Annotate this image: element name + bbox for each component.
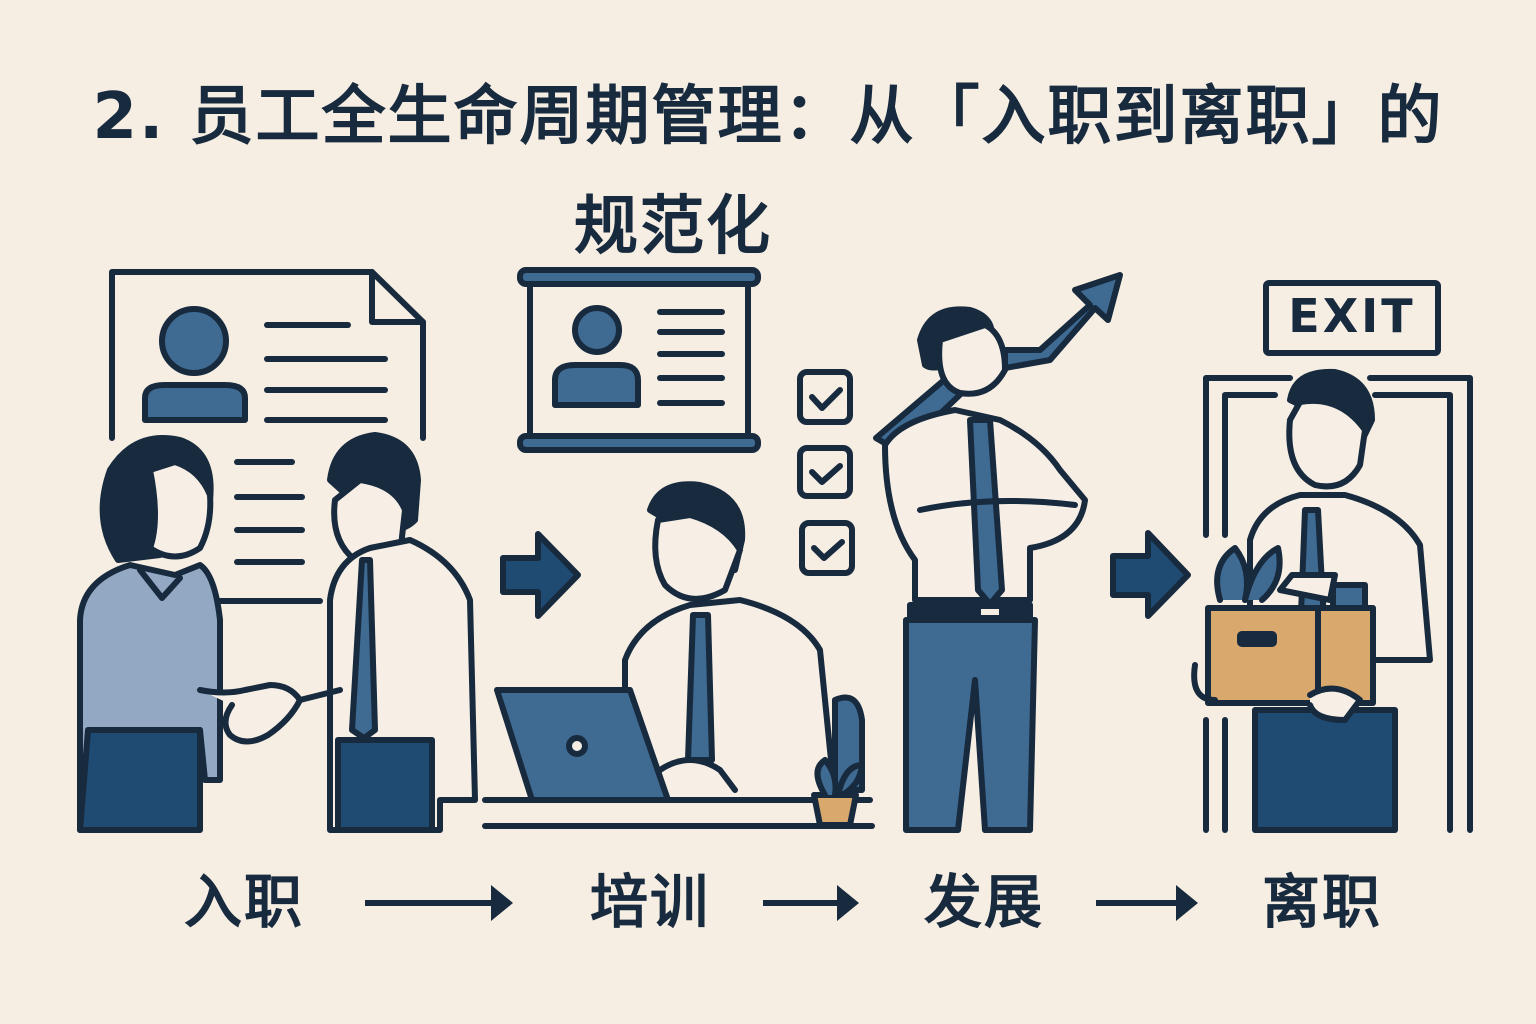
stage-label-development: 发展: [924, 868, 1045, 936]
potted-plant-icon: [811, 757, 865, 828]
stage-label-leaving: 离职: [1262, 868, 1383, 936]
laptop-icon: [494, 687, 738, 803]
stage-arrow-2: [1110, 530, 1191, 619]
man-figure-training: [622, 481, 865, 803]
handshake-icon: [197, 682, 303, 745]
man-figure-onboarding: [297, 432, 478, 833]
title-line-2: 规范化: [574, 190, 772, 264]
desk: [482, 797, 875, 829]
exit-sign-text: EXIT: [1288, 289, 1416, 343]
stage-label-onboarding: 入职: [184, 868, 305, 936]
checklist-icon: [797, 369, 855, 576]
stage-arrow-1: [500, 531, 581, 619]
title-line-1: 2. 员工全生命周期管理：从「入职到离职」的: [92, 80, 1444, 154]
moving-box-icon: [1191, 545, 1376, 723]
door-frame: [1203, 375, 1473, 833]
stage-label-training: 培训: [590, 868, 711, 936]
exit-sign: [1263, 280, 1441, 356]
flow-arrow-2: [763, 885, 859, 921]
page-title: 2. 员工全生命周期管理：从「入职到离职」的 规范化: [0, 62, 1536, 282]
presentation-board-icon: [517, 267, 761, 453]
resume-document-icon: [109, 269, 426, 604]
man-figure-development: [882, 306, 1088, 833]
woman-figure: [77, 435, 223, 833]
flow-arrow-3: [1096, 885, 1198, 921]
flow-arrow-1: [365, 885, 513, 921]
